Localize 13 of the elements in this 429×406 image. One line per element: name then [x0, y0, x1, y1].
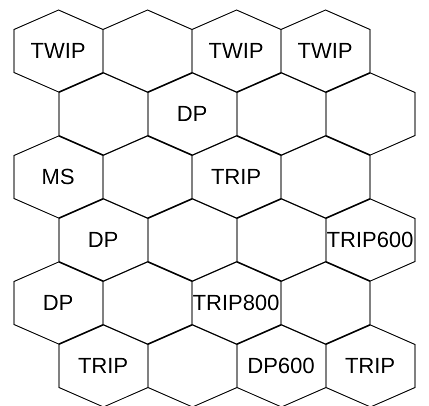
phase-label: DP — [176, 103, 208, 125]
phase-label: TWIP — [208, 40, 264, 62]
phase-label: TRIP — [78, 355, 128, 377]
phase-label: TRIP600 — [326, 229, 414, 251]
phase-label: TRIP — [344, 355, 396, 377]
phase-label: TRIP800 — [192, 292, 280, 314]
phase-label: TWIP — [298, 40, 352, 62]
phase-label: MS — [42, 166, 74, 188]
phase-label: DP — [88, 229, 118, 251]
phase-label: DP600 — [247, 355, 315, 377]
phase-label: TWIP — [30, 40, 86, 62]
phase-label: DP — [42, 292, 74, 314]
phase-label: TRIP — [210, 166, 262, 188]
